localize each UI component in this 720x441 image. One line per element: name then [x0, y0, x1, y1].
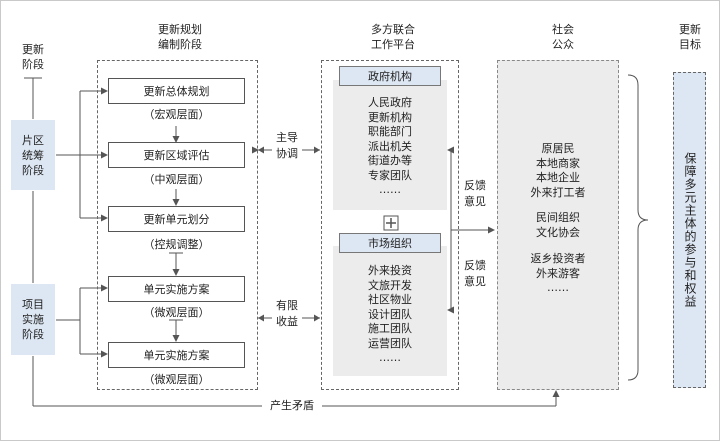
- label-conflict: 产生矛盾: [262, 398, 322, 414]
- goal-text: 保障多元主体的参与和权益: [683, 152, 697, 308]
- header-stage: 更新 阶段: [12, 42, 54, 72]
- label-feedback-2-line1: 反馈: [464, 259, 486, 272]
- plan-box-unit-scheme-1: 单元实施方案: [108, 276, 245, 302]
- planning-panel: [97, 60, 258, 390]
- limited-arrowhead-right: [314, 314, 320, 322]
- label-limited-line1: 有限: [276, 299, 298, 312]
- market-title-label: 市场组织: [368, 237, 412, 250]
- stage-district-line3: 阶段: [22, 163, 44, 177]
- label-feedback-1-line1: 反馈: [464, 179, 486, 192]
- header-public: 社会 公众: [533, 22, 593, 52]
- public-item: 本地商家: [536, 156, 580, 170]
- gov-item: 街道办等: [368, 154, 412, 167]
- plan-level-zoning: （控规调整）: [143, 238, 210, 251]
- label-lead-line2: 协调: [276, 147, 298, 160]
- gov-list: 人民政府 更新机构 职能部门 派出机关 街道办等 专家团队 ……: [333, 96, 447, 198]
- public-panel: [497, 60, 619, 390]
- plan-box-regional-label: 更新区域评估: [143, 149, 210, 162]
- public-item: ……: [547, 281, 569, 294]
- lead-arrowhead-left: [258, 146, 264, 154]
- stage-project-line3: 阶段: [22, 328, 44, 341]
- public-group-residents: 原居民 本地商家 本地企业 外来打工者: [497, 142, 619, 200]
- stage-district: 片区 统筹 阶段: [11, 120, 55, 190]
- market-item: 外来投资: [368, 264, 412, 277]
- label-limited: 有限 收益: [272, 298, 302, 330]
- plan-level-micro-2: （微观层面）: [143, 373, 210, 386]
- label-feedback-2-line2: 意见: [464, 275, 486, 288]
- gov-item: ……: [379, 183, 401, 196]
- public-item: 民间组织: [536, 211, 580, 224]
- header-planning: 更新规划 编制阶段: [135, 22, 225, 52]
- goal-brace: [627, 74, 649, 381]
- gov-item: 专家团队: [368, 168, 412, 182]
- market-item: 社区物业: [368, 293, 412, 306]
- public-group-visitors: 返乡投资者 外来游客 ……: [497, 252, 619, 296]
- header-goal-line2: 目标: [679, 38, 701, 51]
- stage-district-line1: 片区: [22, 133, 44, 147]
- plan-box-unit-scheme-2-label: 单元实施方案: [143, 349, 210, 362]
- market-panel: [333, 246, 447, 376]
- header-platform: 多方联合 工作平台: [348, 22, 438, 52]
- public-group-organizations: 民间组织 文化协会: [497, 211, 619, 240]
- market-item: 文旅开发: [368, 278, 412, 292]
- header-goal: 更新 目标: [668, 22, 712, 52]
- plan-box-overall-label: 更新总体规划: [143, 85, 210, 98]
- header-platform-line1: 多方联合: [371, 23, 415, 36]
- label-feedback-1-line2: 意见: [464, 195, 486, 208]
- stage-project: 项目 实施 阶段: [11, 284, 55, 355]
- plan-box-unit-division: 更新单元划分: [108, 206, 245, 232]
- label-lead-line1: 主导: [276, 131, 298, 144]
- gov-panel: [333, 80, 447, 210]
- lead-arrowhead-right: [314, 146, 320, 154]
- label-feedback-2: 反馈 意见: [461, 258, 489, 290]
- plus-icon: [386, 218, 396, 228]
- header-planning-line1: 更新规划: [158, 23, 202, 36]
- plan-box-unit-scheme-2: 单元实施方案: [108, 342, 245, 368]
- label-feedback-1: 反馈 意见: [461, 178, 489, 210]
- public-item: 本地企业: [536, 171, 580, 184]
- header-stage-line2: 阶段: [22, 58, 44, 71]
- market-list: 外来投资 文旅开发 社区物业 设计团队 施工团队 运营团队 ……: [333, 264, 447, 366]
- header-public-line1: 社会: [552, 23, 574, 36]
- header-planning-line2: 编制阶段: [158, 38, 202, 51]
- stage-project-line2: 实施: [22, 313, 44, 326]
- label-limited-line2: 收益: [276, 315, 298, 328]
- plan-box-regional: 更新区域评估: [108, 142, 245, 168]
- public-item: 原居民: [541, 142, 575, 155]
- limited-arrowhead-left: [258, 314, 264, 322]
- platform-panel: [321, 60, 459, 390]
- public-item: 文化协会: [536, 225, 580, 239]
- market-item: 设计团队: [368, 307, 412, 321]
- label-lead: 主导 协调: [272, 130, 302, 162]
- stage-district-line2: 统筹: [22, 148, 44, 162]
- header-platform-line2: 工作平台: [371, 38, 415, 51]
- plan-level-meso: （中观层面）: [143, 173, 210, 186]
- market-item: ……: [379, 351, 401, 364]
- header-goal-line1: 更新: [679, 23, 701, 36]
- public-item: 返乡投资者: [530, 252, 586, 265]
- public-item: 外来游客: [536, 266, 580, 280]
- plan-level-micro-1: （微观层面）: [143, 306, 210, 319]
- gov-title-label: 政府机构: [368, 70, 412, 83]
- header-stage-line1: 更新: [22, 43, 44, 56]
- goal-box: 保障多元主体的参与和权益: [673, 72, 706, 388]
- market-item: 施工团队: [368, 322, 412, 335]
- market-title: 市场组织: [339, 233, 441, 253]
- gov-item: 职能部门: [368, 125, 412, 138]
- plan-box-unit-scheme-1-label: 单元实施方案: [143, 283, 210, 296]
- plan-level-macro: （宏观层面）: [143, 108, 210, 121]
- public-item: 外来打工者: [530, 185, 586, 199]
- gov-item: 人民政府: [368, 96, 412, 109]
- gov-item: 派出机关: [368, 139, 412, 153]
- gov-title: 政府机构: [339, 66, 441, 86]
- market-item: 运营团队: [368, 336, 412, 350]
- header-public-line2: 公众: [552, 38, 574, 51]
- plan-box-unit-division-label: 更新单元划分: [143, 213, 210, 226]
- stage-project-line1: 项目: [22, 298, 44, 311]
- gov-item: 更新机构: [368, 110, 412, 124]
- plan-box-overall: 更新总体规划: [108, 78, 245, 104]
